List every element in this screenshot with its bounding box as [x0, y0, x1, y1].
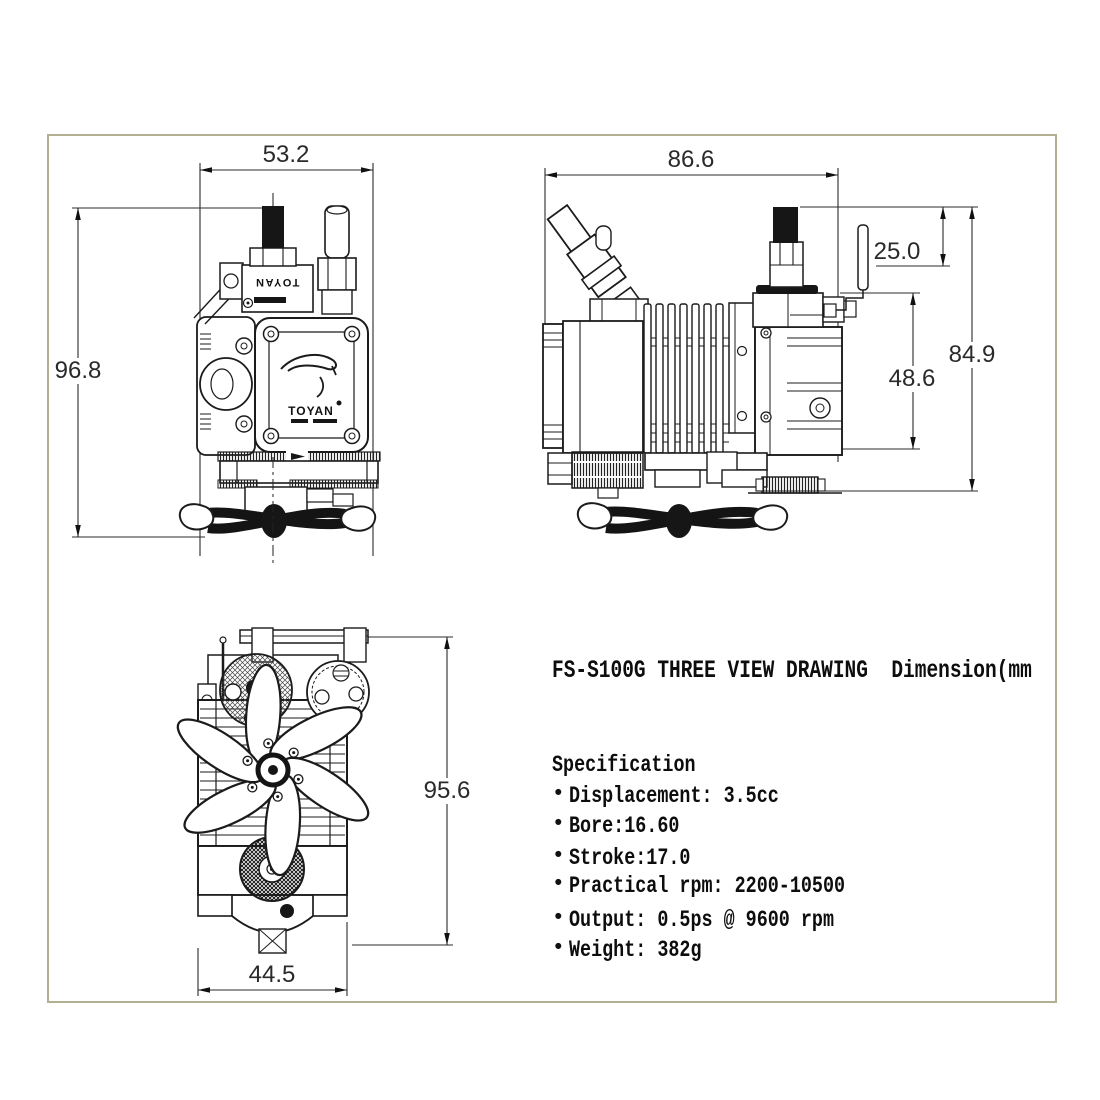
muffler: [546, 203, 649, 324]
front-cover: TOYAN: [254, 317, 369, 453]
side-block-label: 48.6: [889, 365, 936, 392]
rear-view: 95.6 44.5: [176, 627, 471, 996]
propeller-clamp-side: [576, 502, 789, 538]
side-crankcase: [754, 326, 843, 456]
spec-item-text: Output: 0.5ps @ 9600 rpm: [569, 907, 835, 933]
cylinder-block: [728, 302, 756, 434]
carb-brand-text: TOYAN: [255, 276, 300, 288]
front-width-label: 53.2: [263, 141, 310, 168]
cooling-fins: [643, 303, 729, 454]
propeller-clamp-front: [178, 457, 377, 566]
glow-plug-front: [249, 193, 297, 267]
spec-item-text: Displacement: 3.5cc: [569, 783, 779, 809]
rear-height-label: 95.6: [424, 777, 471, 804]
front-view: 53.2 96.8: [52, 141, 381, 566]
front-crankcase-left: [196, 316, 256, 456]
spec-item-displacement: • Displacement: 3.5cc: [552, 783, 831, 809]
front-bracket: [193, 262, 244, 325]
side-view: 86.6 84.9 48.6 25.0: [542, 146, 1000, 538]
side-width-label: 86.6: [668, 146, 715, 173]
sheet-border: [47, 134, 1057, 1003]
cooling-fan: [176, 663, 370, 877]
rear-height-dimension: 95.6: [352, 636, 471, 946]
side-lever-dimension: 25.0: [874, 207, 950, 267]
rear-width-label: 44.5: [249, 961, 296, 988]
rear-width-dimension: 44.5: [197, 922, 348, 996]
bullet-icon: •: [552, 813, 565, 836]
side-lever-label: 25.0: [874, 238, 921, 265]
registered-mark-icon: [336, 400, 342, 406]
spec-item-text: Weight: 382g: [569, 937, 702, 963]
spec-item-weight: • Weight: 382g: [552, 937, 735, 963]
side-block-dimension: 48.6: [822, 292, 940, 450]
drawing-title: FS-S100G THREE VIEW DRAWING Dimension(mm: [552, 656, 1032, 685]
spec-item-output: • Output: 0.5ps @ 9600 rpm: [552, 907, 900, 933]
spec-item-text: Stroke:17.0: [569, 845, 691, 871]
front-mount-flange: [217, 451, 381, 516]
spec-item-rpm: • Practical rpm: 2200-10500: [552, 873, 914, 899]
throttle-lever: [823, 224, 869, 318]
fuel-nipple: [317, 205, 357, 315]
front-height-dimension: 96.8: [52, 207, 268, 538]
spec-item-text: Bore:16.60: [569, 813, 680, 839]
side-carburetor: [752, 207, 857, 328]
bullet-icon: •: [552, 873, 565, 896]
back-cover: [542, 320, 644, 454]
side-height-label: 84.9: [949, 341, 996, 368]
front-carburetor: TOYAN: [241, 264, 314, 313]
drain-plug: [280, 904, 294, 918]
bullet-icon: •: [552, 937, 565, 960]
fan-bolts: [242, 738, 304, 802]
side-mounts: [547, 451, 842, 499]
front-height-label: 96.8: [55, 357, 102, 384]
bullet-icon: •: [552, 907, 565, 930]
glow-plug-side: [773, 207, 798, 243]
spec-item-stroke: • Stroke:17.0: [552, 845, 721, 871]
spec-item-bore: • Bore:16.60: [552, 813, 707, 839]
specification-heading: Specification: [552, 752, 696, 778]
spec-item-text: Practical rpm: 2200-10500: [569, 873, 846, 899]
front-brand-text: TOYAN: [288, 404, 334, 418]
bullet-icon: •: [552, 783, 565, 806]
bullet-icon: •: [552, 845, 565, 868]
